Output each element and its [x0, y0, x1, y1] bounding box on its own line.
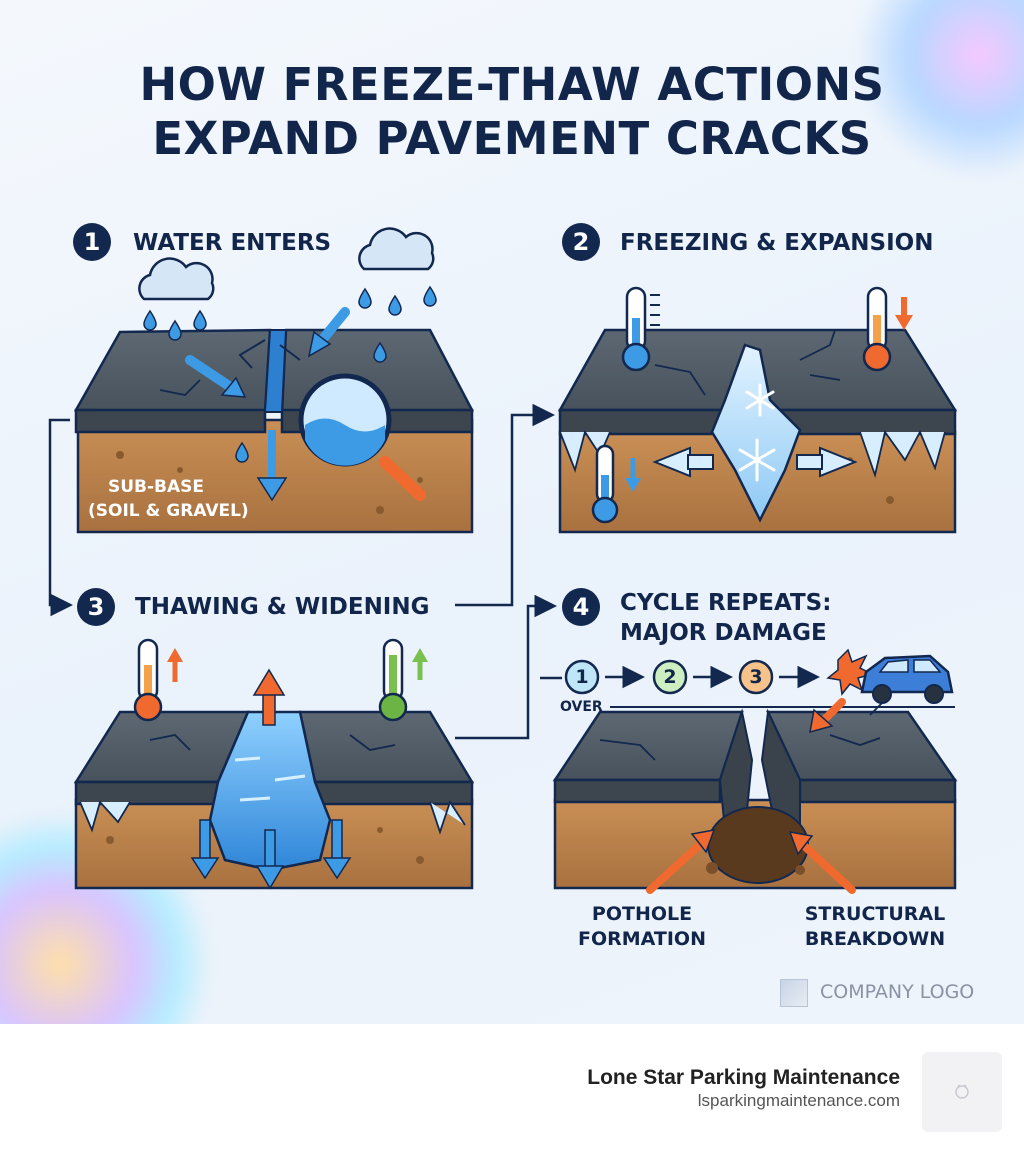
connector-1-to-3 — [50, 420, 70, 605]
title-line-1: HOW FREEZE-THAW ACTIONS — [139, 58, 884, 111]
rain-cloud-icon — [139, 259, 213, 299]
structural-breakdown-label-line-1: STRUCTURAL — [795, 902, 955, 926]
step-1-title: WATER ENTERS — [133, 228, 331, 258]
footer-company-name: Lone Star Parking Maintenance — [587, 1066, 900, 1090]
panel-2-illustration — [560, 288, 955, 532]
footer-company-url[interactable]: lsparkingmaintenance.com — [698, 1091, 900, 1111]
footer-logo-icon — [922, 1052, 1002, 1132]
thermometer-icon — [135, 640, 183, 720]
step-3-title: THAWING & WIDENING — [135, 592, 430, 622]
footer: Lone Star Parking Maintenance lsparkingm… — [0, 1024, 1024, 1154]
pothole-formation-label-line-1: POTHOLE — [572, 902, 712, 926]
thermometer-icon — [380, 640, 428, 720]
company-logo-icon — [780, 979, 808, 1007]
company-logo-text: COMPANY LOGO — [820, 980, 974, 1004]
sub-base-label: SUB-BASE — [108, 476, 204, 498]
structural-breakdown-label-line-2: BREAKDOWN — [795, 927, 955, 951]
step-2-number-badge: 2 — [562, 223, 600, 261]
step-4-title-line-2: MAJOR DAMAGE — [620, 618, 827, 648]
sub-base-detail-label: (SOIL & GRAVEL) — [88, 500, 249, 522]
cycle-step-2: 2 — [658, 665, 682, 689]
cycle-step-3: 3 — [744, 665, 768, 689]
car-icon — [862, 656, 952, 703]
page-title: HOW FREEZE-THAW ACTIONS EXPAND PAVEMENT … — [0, 58, 1024, 166]
pothole-formation-label-line-2: FORMATION — [572, 927, 712, 951]
cycle-over-label: OVER — [560, 698, 603, 716]
step-3-number-badge: 3 — [77, 588, 115, 626]
connector-3-to-4 — [455, 606, 552, 738]
title-line-2: EXPAND PAVEMENT CRACKS — [152, 112, 871, 165]
step-1-number-badge: 1 — [73, 223, 111, 261]
rain-cloud-icon — [359, 229, 433, 269]
step-4-number-badge: 4 — [562, 588, 600, 626]
panel-3-illustration — [76, 640, 472, 888]
infographic: HOW FREEZE-THAW ACTIONS EXPAND PAVEMENT … — [0, 0, 1024, 1024]
cycle-step-1: 1 — [570, 665, 594, 689]
step-4-title-line-1: CYCLE REPEATS: — [620, 588, 831, 618]
step-2-title: FREEZING & EXPANSION — [620, 228, 933, 258]
